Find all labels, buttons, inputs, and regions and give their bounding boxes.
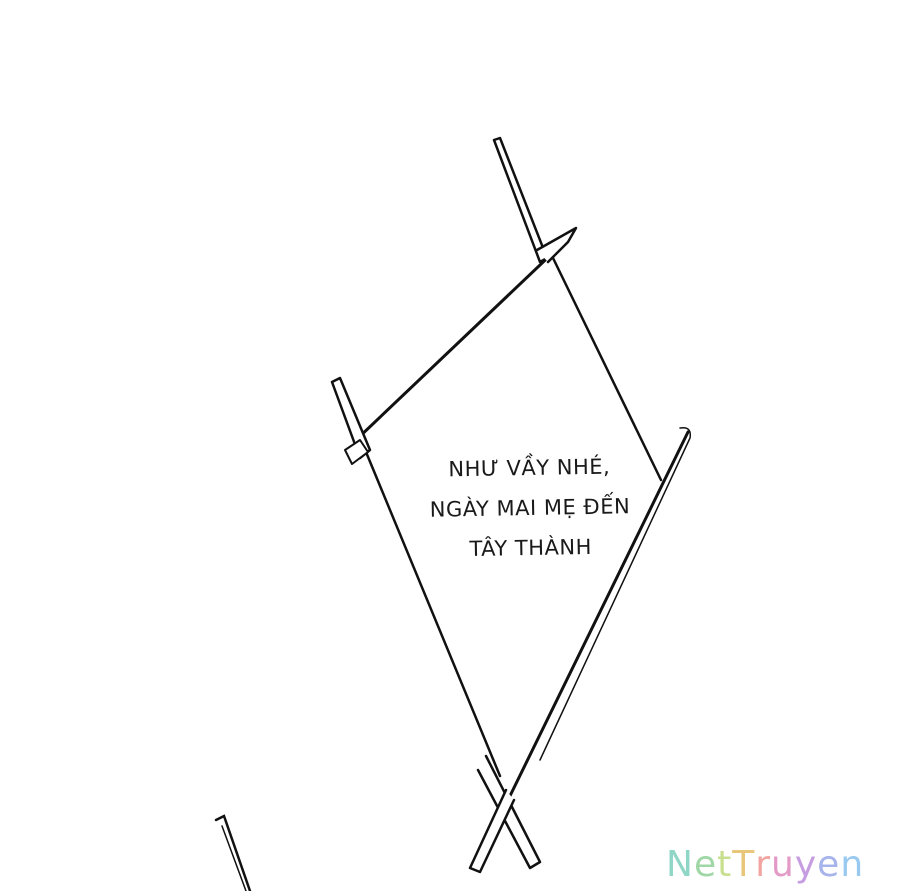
speech-bubble-outline xyxy=(330,136,692,874)
speech-bubble-text: NHƯ VẦY NHÉ, NGÀY MAI MẸ ĐẾN TÂY THÀNH xyxy=(379,445,681,570)
partial-bubble-stroke xyxy=(214,814,252,893)
watermark-letter: N xyxy=(666,844,694,885)
watermark-letter: t xyxy=(717,844,733,885)
watermark-letter: y xyxy=(794,844,818,885)
watermark-letter: n xyxy=(840,844,865,885)
nettruyen-watermark: NetTruyen xyxy=(666,843,898,887)
speech-line-2: NGÀY MAI MẸ ĐẾN xyxy=(429,494,631,522)
watermark-letter: T xyxy=(732,844,756,885)
speech-line-1: NHƯ VẦY NHÉ, xyxy=(448,454,611,482)
speech-line-3: TÂY THÀNH xyxy=(469,534,593,562)
watermark-letter: u xyxy=(771,844,795,885)
watermark-letter: e xyxy=(693,844,718,885)
watermark-letter: e xyxy=(817,844,841,885)
watermark-letter: r xyxy=(755,844,772,885)
